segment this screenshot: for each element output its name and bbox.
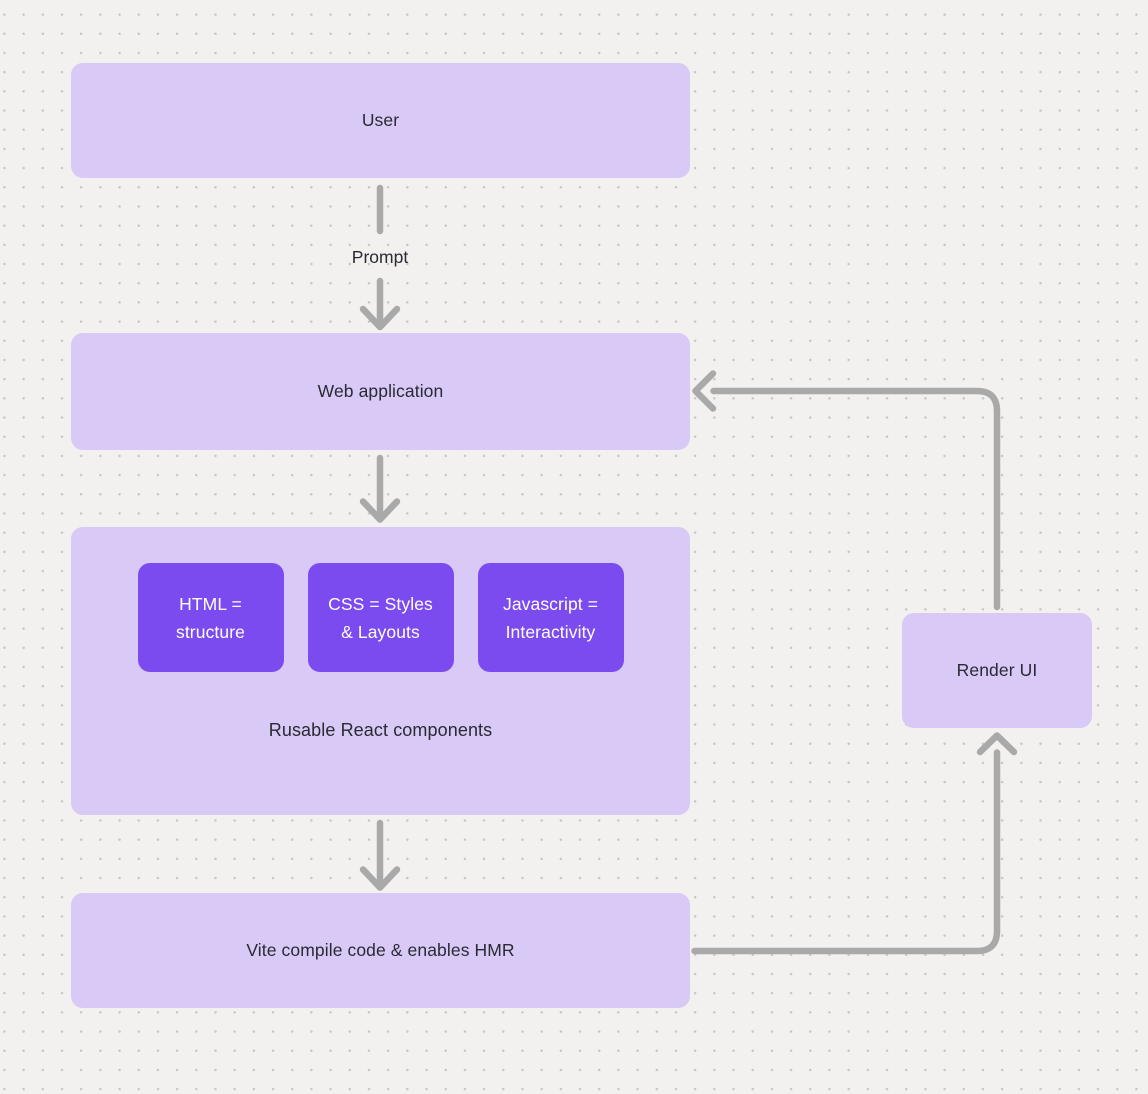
arrowhead-down-icon — [359, 305, 401, 331]
edge-components-to-vite[interactable] — [359, 819, 401, 891]
arrowhead-up-icon — [976, 732, 1018, 756]
edge-render-ui-to-web-application[interactable] — [692, 370, 1001, 611]
chip-javascript-label: Javascript = Interactivity — [502, 593, 599, 642]
arrowhead-down-icon — [359, 866, 401, 891]
chip-css-label: CSS = Styles & Layouts — [328, 593, 433, 642]
node-vite[interactable]: Vite compile code & enables HMR — [71, 893, 690, 1008]
node-vite-label: Vite compile code & enables HMR — [246, 940, 515, 960]
node-web-application[interactable]: Web application — [71, 333, 690, 450]
node-components-group[interactable]: HTML = structure CSS = Styles & Layouts … — [71, 527, 690, 815]
node-user-label: User — [361, 110, 400, 130]
node-render-ui[interactable]: Render UI — [902, 613, 1092, 728]
edge-label-prompt[interactable]: Prompt — [351, 247, 409, 267]
node-render-ui-label: Render UI — [956, 660, 1038, 680]
chip-html[interactable]: HTML = structure — [137, 563, 284, 672]
node-web-application-label: Web application — [317, 381, 444, 401]
edge-web-application-to-components[interactable] — [359, 454, 401, 523]
node-components-group-label: Rusable React components — [268, 720, 493, 740]
chip-javascript[interactable]: Javascript = Interactivity — [477, 563, 624, 672]
edge-vite-to-render-ui[interactable] — [691, 732, 1018, 955]
edge-user-to-web-application[interactable] — [359, 184, 401, 331]
arrowhead-down-icon — [359, 498, 401, 523]
edge-shaft[interactable] — [710, 387, 1001, 611]
chip-html-label: HTML = structure — [176, 593, 245, 642]
components-chip-row: HTML = structure CSS = Styles & Layouts … — [71, 563, 690, 672]
edge-shaft[interactable] — [691, 749, 1001, 955]
arrowhead-left-icon — [692, 370, 717, 412]
node-user[interactable]: User — [71, 63, 690, 178]
chip-css[interactable]: CSS = Styles & Layouts — [307, 563, 454, 672]
